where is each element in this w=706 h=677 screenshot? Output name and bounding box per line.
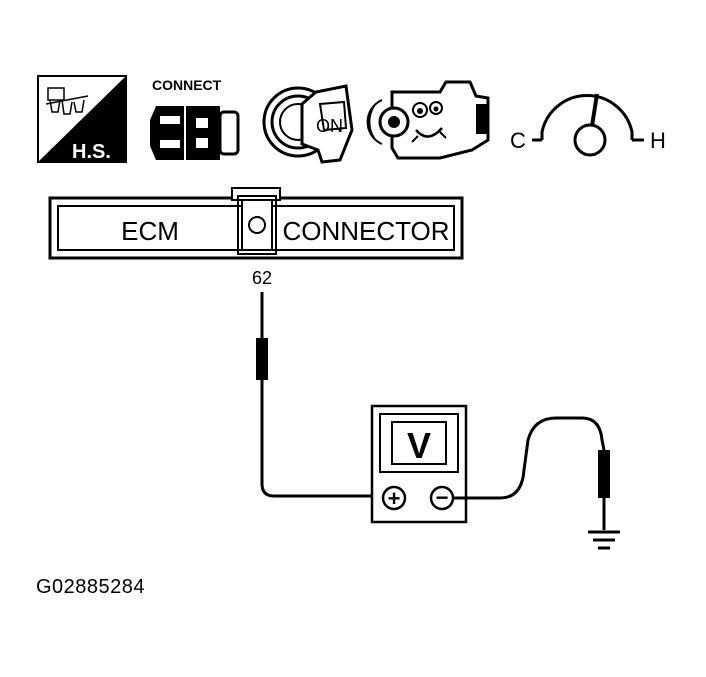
temp-cold-label: C xyxy=(510,128,526,153)
figure-reference-code: G02885284 xyxy=(36,576,146,598)
ground-symbol xyxy=(588,530,620,550)
temperature-gauge-icon: C H xyxy=(510,93,666,157)
engine-running-icon xyxy=(366,80,490,160)
negative-probe xyxy=(454,416,610,530)
positive-probe xyxy=(256,292,378,498)
ecm-label: ECM xyxy=(121,216,179,246)
temp-hot-label: H xyxy=(650,128,666,153)
voltmeter: V + − xyxy=(370,404,468,524)
positive-terminal xyxy=(381,485,407,511)
connector-label: CONNECTOR xyxy=(282,216,449,246)
positive-symbol: + xyxy=(388,486,401,511)
terminal-number-label: 62 xyxy=(252,268,272,288)
hood-switch-icon: H.S. xyxy=(37,75,127,163)
negative-symbol: − xyxy=(436,485,449,510)
hs-label: H.S. xyxy=(72,141,111,163)
connect-icon: CONNECT xyxy=(150,77,240,160)
terminal-62-pin xyxy=(248,216,266,234)
ignition-on-label: ON xyxy=(316,116,343,136)
ignition-on-icon: ON xyxy=(262,84,354,164)
connect-label: CONNECT xyxy=(152,77,222,93)
voltmeter-mode-label: V xyxy=(407,425,431,466)
ecm-connector: ECM CONNECTOR 62 xyxy=(48,187,464,288)
negative-terminal xyxy=(429,485,455,511)
